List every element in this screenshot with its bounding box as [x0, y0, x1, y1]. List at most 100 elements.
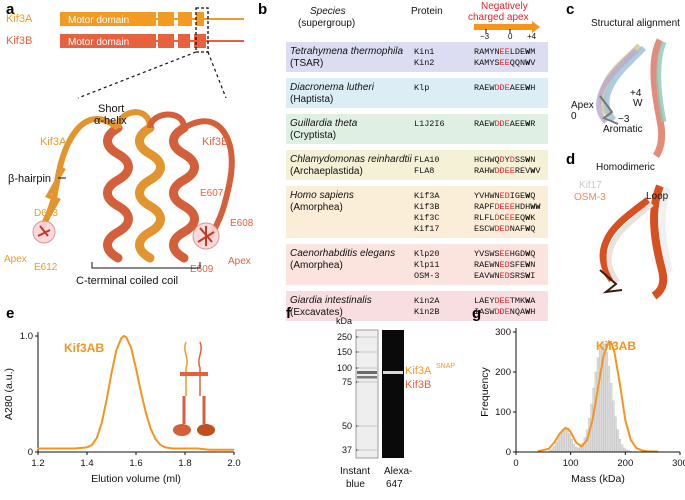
residue-e612-label: E612: [34, 262, 58, 273]
aligned-arm-3: [596, 48, 638, 124]
panel-d: d Homodimeric Kif17 OSM-3 Loop: [566, 151, 673, 300]
aligned-helix-1: [650, 38, 666, 158]
zoom-box: [195, 7, 209, 53]
homodimer-helix-2: [659, 187, 673, 273]
e-y-axis-title: A280 (a.u.): [3, 368, 15, 420]
homodimer-helix-1: [650, 184, 668, 300]
band-alexa-1: [383, 371, 403, 374]
pos-minus3: −3: [480, 32, 490, 41]
supergroup-name: (Amorphea): [290, 202, 343, 213]
residue-e609-label: E609: [190, 264, 214, 275]
species-name: Caenorhabditis elegans: [290, 248, 395, 259]
e-x-tick-label: 1.6: [129, 458, 142, 469]
minus3-c-label: −3: [618, 114, 630, 125]
protein-name: Kif3C: [414, 213, 440, 223]
g-x-axis-title: Mass (kDa): [571, 473, 625, 485]
plus4-c-label: +4: [630, 88, 642, 99]
gel-marker-label: 100: [337, 363, 352, 373]
loop-label: Loop: [646, 191, 669, 202]
g-histogram-bar: [603, 343, 606, 453]
gel-marker-label: 37: [342, 445, 352, 455]
g-histogram-bar: [577, 447, 580, 453]
e-data-point: [37, 447, 39, 450]
e-data-point: [196, 447, 198, 450]
e-x-tick-label: 2.0: [227, 458, 240, 469]
protein-name: Klp11: [414, 260, 440, 270]
g-y-tick-label: 200: [495, 367, 511, 378]
e-data-point: [49, 447, 51, 450]
kif3a-coil-2: [178, 12, 192, 26]
g-histogram-bar: [607, 366, 611, 453]
species-name: Giardia intestinalis: [290, 295, 372, 306]
sequence: LAEYDEETMKWA: [474, 296, 536, 306]
lane1-label-2: blue: [346, 479, 365, 490]
inset-tail-kif3b: [198, 341, 202, 396]
g-histogram-bar: [594, 371, 597, 453]
lane-instant-blue: [355, 329, 379, 459]
band-kif3b-label: Kif3B: [405, 379, 431, 391]
e-inset-molecule: [173, 341, 215, 436]
inset-motor-1: [173, 424, 191, 436]
panel-e-letter: e: [6, 305, 14, 322]
col-species-header: Species: [310, 6, 346, 17]
g-histogram-bar: [570, 439, 573, 453]
inset-bridge: [180, 372, 208, 376]
kif3b-motor-domain: [60, 34, 156, 48]
band-instant-2: [357, 376, 377, 379]
sequence: ESCWDEDNAFWQ: [474, 224, 535, 234]
g-histogram-bar: [612, 400, 615, 453]
g-histogram-bar: [557, 437, 560, 453]
band-instant-1: [357, 371, 377, 374]
e-x-tick-label: 1.4: [80, 458, 93, 469]
e-data-point: [101, 422, 103, 424]
kif3a-coil-1: [158, 12, 174, 26]
apex-right-residues: [197, 226, 215, 246]
supergroup-name: (Archaeplastida): [290, 166, 363, 177]
g-histogram-bar: [609, 383, 613, 453]
gel-marker-label: 150: [337, 347, 352, 357]
kif3b-arm: [182, 118, 235, 240]
g-histogram-bar: [574, 447, 578, 453]
e-data-point: [123, 335, 125, 337]
protein-name: Kif17: [414, 224, 440, 234]
homodimer-arm-2: [606, 202, 654, 284]
protein-name: FLA10: [414, 155, 440, 165]
panel-c: c Structural alignment Apex 0 +4 W −3 Ar…: [566, 1, 680, 158]
sequence: RAEWDDEAEEWH: [474, 83, 535, 93]
top-loop-right: [147, 111, 187, 129]
col-protein-header: Protein: [411, 6, 443, 17]
supergroup-name: (Cryptista): [290, 130, 336, 141]
kif3b-domain-label: Kif3B: [6, 35, 32, 47]
g-y-axis-title: Frequency: [479, 366, 491, 416]
e-data-point: [86, 446, 88, 448]
protein-name: Kif3B: [414, 202, 440, 212]
supergroup-name: (Haptista): [290, 94, 333, 105]
helix-kif3b-right: [169, 123, 199, 263]
zero-c-label: 0: [571, 111, 577, 122]
kda-label: kDa: [336, 316, 352, 326]
e-data-point: [96, 437, 98, 439]
kif3b-structure-label: Kif3B: [202, 136, 228, 148]
short-helix-label-2: α-helix: [94, 115, 127, 127]
coiled-coil-structure: [32, 109, 235, 263]
aligned-arm-2: [603, 45, 647, 123]
g-histogram-bar: [618, 439, 622, 453]
protein-name: Kif3A: [414, 191, 440, 201]
apex-left-label: Apex: [4, 254, 27, 265]
zoom-line-left: [77, 51, 197, 99]
sequence: YVHWNEDIGEWQ: [474, 191, 535, 201]
panel-a: a Kif3A Motor domain Kif3B Motor domain: [4, 1, 254, 287]
apex-header-2: charged apex: [468, 12, 529, 23]
panel-g: g 01002003000100200300Mass (kDa)Frequenc…: [472, 305, 685, 485]
residue-e607-label: E607: [200, 188, 224, 199]
species-name: Homo sapiens: [290, 190, 354, 201]
sequence: KAMYSEEQQNWV: [474, 58, 536, 68]
kif3b-coil-1: [158, 34, 174, 48]
gel-marker-label: 250: [337, 332, 352, 342]
lane2-label-1: Alexa-: [384, 466, 412, 477]
e-data-point: [159, 444, 162, 446]
e-data-point: [172, 447, 174, 450]
e-data-point: [150, 428, 152, 430]
